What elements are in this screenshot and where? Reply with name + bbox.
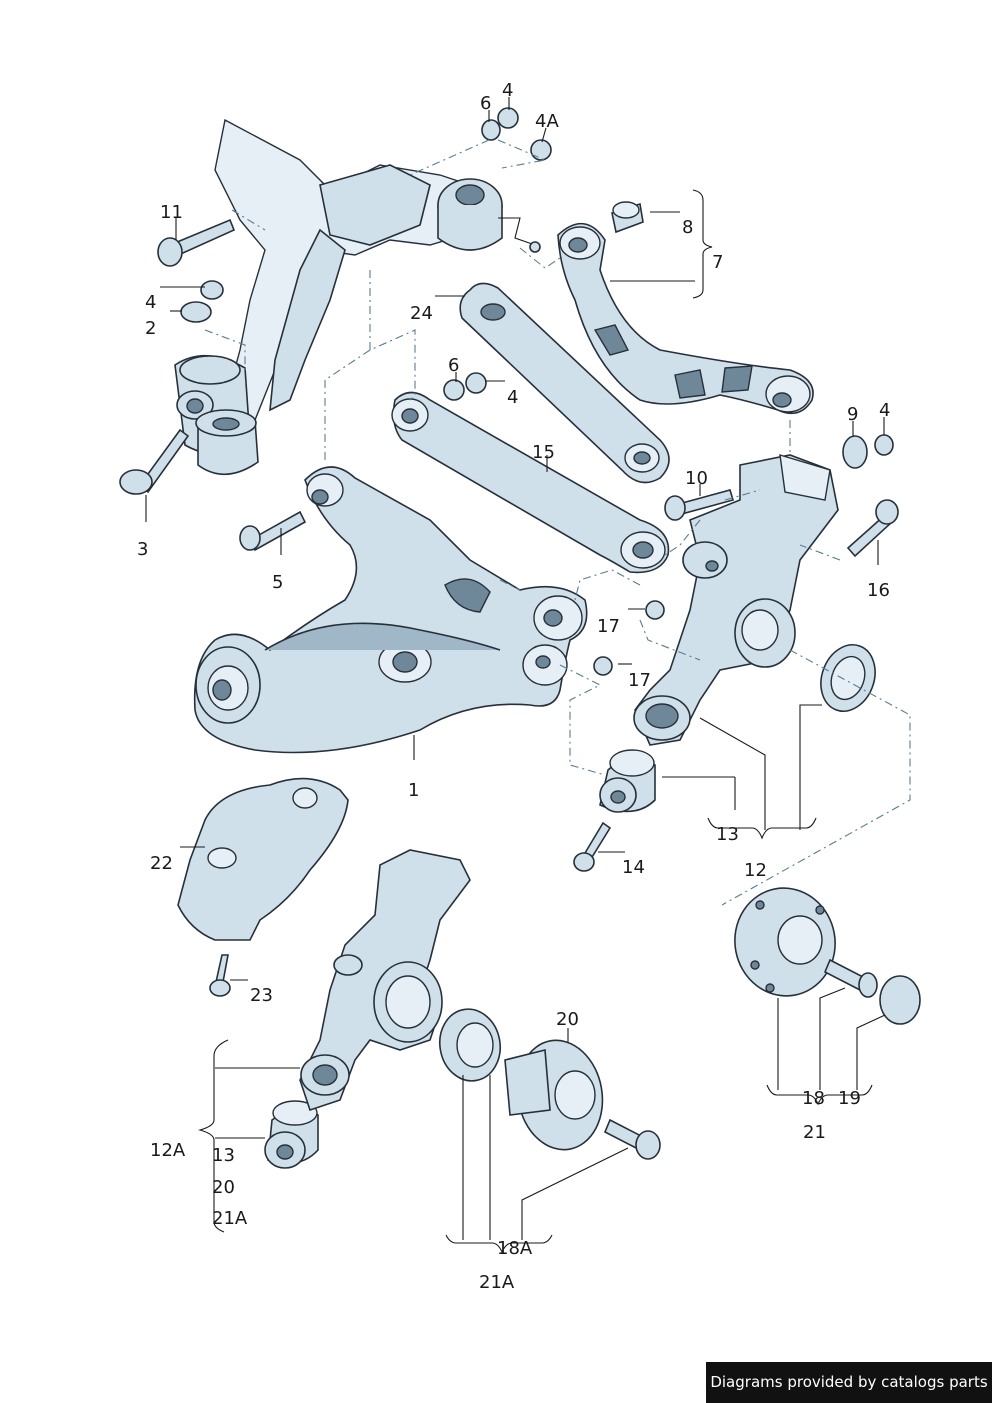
callout-10: 10 xyxy=(685,468,708,489)
callout-13-left: 13 xyxy=(212,1145,235,1166)
upper-control-arm xyxy=(557,201,814,415)
wheel-hub-right xyxy=(734,887,921,1025)
callout-12a: 12A xyxy=(150,1140,186,1161)
callout-19: 19 xyxy=(838,1088,861,1109)
link-24 xyxy=(459,282,670,484)
callout-1: 1 xyxy=(408,780,419,801)
leader-lines xyxy=(145,97,886,1240)
link-15 xyxy=(391,391,670,574)
seal-ring xyxy=(820,644,876,712)
callout-24: 24 xyxy=(410,303,433,324)
subframe xyxy=(174,118,541,476)
callout-labels: 4 6 4A 11 8 7 4 2 24 6 4 9 4 15 10 3 5 1… xyxy=(137,80,890,1293)
callout-12: 12 xyxy=(744,860,767,881)
callout-3: 3 xyxy=(137,539,148,560)
callout-20-left: 20 xyxy=(212,1177,235,1198)
callout-4-left: 4 xyxy=(145,292,156,313)
callout-17b: 17 xyxy=(628,670,651,691)
callout-4-mid: 4 xyxy=(507,387,518,408)
callout-15: 15 xyxy=(532,442,555,463)
callout-11: 11 xyxy=(160,202,183,223)
callout-6-mid: 6 xyxy=(448,355,459,376)
callout-20-top: 20 xyxy=(556,1009,579,1030)
fasteners xyxy=(119,107,899,997)
callout-21-right: 21 xyxy=(803,1122,826,1143)
bushings xyxy=(264,749,656,1169)
callout-23: 23 xyxy=(250,985,273,1006)
group-braces xyxy=(197,189,873,1254)
callout-6-top: 6 xyxy=(480,93,491,114)
callout-4-right: 4 xyxy=(879,400,890,421)
callout-4-top: 4 xyxy=(502,80,513,101)
callout-18a: 18A xyxy=(497,1238,533,1259)
callout-7: 7 xyxy=(712,252,723,273)
callout-18: 18 xyxy=(802,1088,825,1109)
callout-9: 9 xyxy=(847,404,858,425)
wheel-bearing-hub-left xyxy=(439,1008,661,1160)
credit-banner: Diagrams provided by catalogs parts xyxy=(706,1362,992,1403)
callout-14: 14 xyxy=(622,857,645,878)
callout-21a-left: 21A xyxy=(212,1208,248,1229)
callout-22: 22 xyxy=(150,853,173,874)
wheel-carrier-left xyxy=(299,849,471,1112)
callout-17a: 17 xyxy=(597,616,620,637)
callout-8: 8 xyxy=(682,217,693,238)
assembly-lines xyxy=(204,139,911,906)
callout-4a: 4A xyxy=(535,111,559,132)
lower-control-arm xyxy=(193,466,588,754)
heat-shield xyxy=(177,777,349,941)
callout-5: 5 xyxy=(272,572,283,593)
callout-21a-bottom: 21A xyxy=(479,1272,515,1293)
callout-16: 16 xyxy=(867,580,890,601)
callout-2: 2 xyxy=(145,318,156,339)
callout-13-right: 13 xyxy=(716,824,739,845)
wheel-carrier-right xyxy=(633,454,839,746)
